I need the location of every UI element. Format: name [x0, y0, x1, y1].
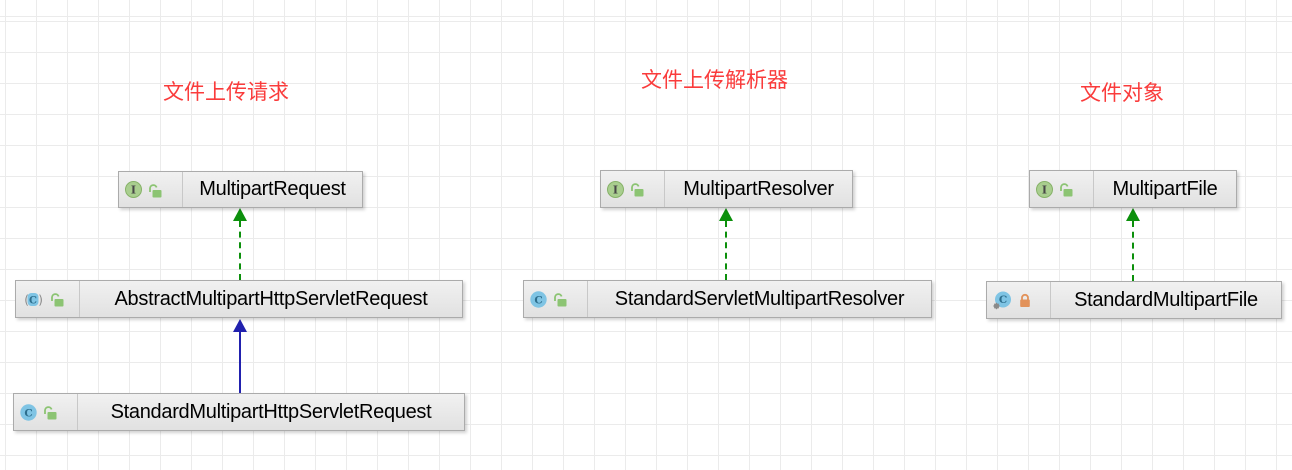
- node-standard-multipart-http-servlet-request[interactable]: C StandardMultipartHttpServletRequest: [13, 393, 465, 431]
- node-abstract-multipart-http-servlet-request[interactable]: ( C ) AbstractMultipartHttpServletReques…: [15, 280, 463, 318]
- node-name: StandardMultipartHttpServletRequest: [110, 400, 432, 423]
- abstract-class-icon: ( C ): [22, 291, 44, 308]
- node-standard-multipart-file[interactable]: C StandardMultipartFile: [986, 281, 1282, 319]
- node-name: StandardMultipartFile: [1074, 288, 1258, 311]
- class-icon: C: [20, 403, 37, 421]
- implements-arrowhead-icon: [233, 208, 247, 221]
- node-multipart-request[interactable]: I MultipartRequest: [118, 171, 363, 208]
- interface-icon: I: [607, 180, 624, 198]
- node-standard-servlet-multipart-resolver[interactable]: C StandardServletMultipartResolver: [523, 280, 932, 318]
- static-gear-badge: [993, 302, 1000, 309]
- annotation-file-upload-request[interactable]: 文件上传请求: [163, 81, 289, 104]
- extends-edge-line: [239, 331, 241, 393]
- node-name: MultipartFile: [1112, 177, 1218, 200]
- implements-arrowhead-icon: [719, 208, 733, 221]
- node-multipart-resolver[interactable]: I MultipartResolver: [600, 170, 853, 208]
- svg-text:I: I: [613, 183, 618, 196]
- extends-arrowhead-icon: [233, 319, 247, 332]
- svg-text:C: C: [534, 294, 542, 306]
- node-multipart-file[interactable]: I MultipartFile: [1029, 170, 1237, 208]
- svg-text:C: C: [24, 407, 32, 419]
- node-icon-cell: C: [987, 282, 1051, 318]
- interface-icon: I: [1036, 180, 1053, 198]
- implements-edge-line: [725, 221, 727, 280]
- public-unlocked-icon: [49, 291, 65, 307]
- node-name: MultipartRequest: [199, 178, 346, 200]
- svg-text:): ): [38, 293, 43, 307]
- svg-text:I: I: [1042, 183, 1047, 196]
- node-icon-cell: C: [524, 281, 588, 317]
- svg-text:C: C: [999, 294, 1007, 306]
- annotation-file-upload-resolver[interactable]: 文件上传解析器: [641, 69, 788, 92]
- node-icon-cell: C: [14, 394, 78, 430]
- node-name: AbstractMultipartHttpServletRequest: [114, 287, 428, 310]
- static-class-icon: C: [993, 291, 1012, 310]
- public-unlocked-icon: [1058, 181, 1074, 197]
- public-unlocked-icon: [42, 404, 58, 420]
- svg-text:I: I: [131, 184, 136, 197]
- node-name: MultipartResolver: [683, 177, 834, 200]
- private-locked-icon: [1017, 292, 1033, 308]
- public-unlocked-icon: [147, 182, 163, 198]
- public-unlocked-icon: [629, 181, 645, 197]
- class-icon: C: [530, 290, 547, 308]
- implements-edge-line: [239, 221, 241, 280]
- svg-text:C: C: [29, 295, 37, 306]
- public-unlocked-icon: [552, 291, 568, 307]
- interface-icon: I: [125, 181, 142, 198]
- node-name: StandardServletMultipartResolver: [614, 287, 905, 310]
- node-icon-cell: ( C ): [16, 281, 80, 317]
- svg-text:(: (: [24, 293, 29, 307]
- annotation-file-object[interactable]: 文件对象: [1080, 82, 1164, 105]
- node-icon-cell: I: [601, 171, 665, 207]
- node-icon-cell: I: [119, 172, 183, 207]
- implements-arrowhead-icon: [1126, 208, 1140, 221]
- node-icon-cell: I: [1030, 171, 1094, 207]
- implements-edge-line: [1132, 221, 1134, 281]
